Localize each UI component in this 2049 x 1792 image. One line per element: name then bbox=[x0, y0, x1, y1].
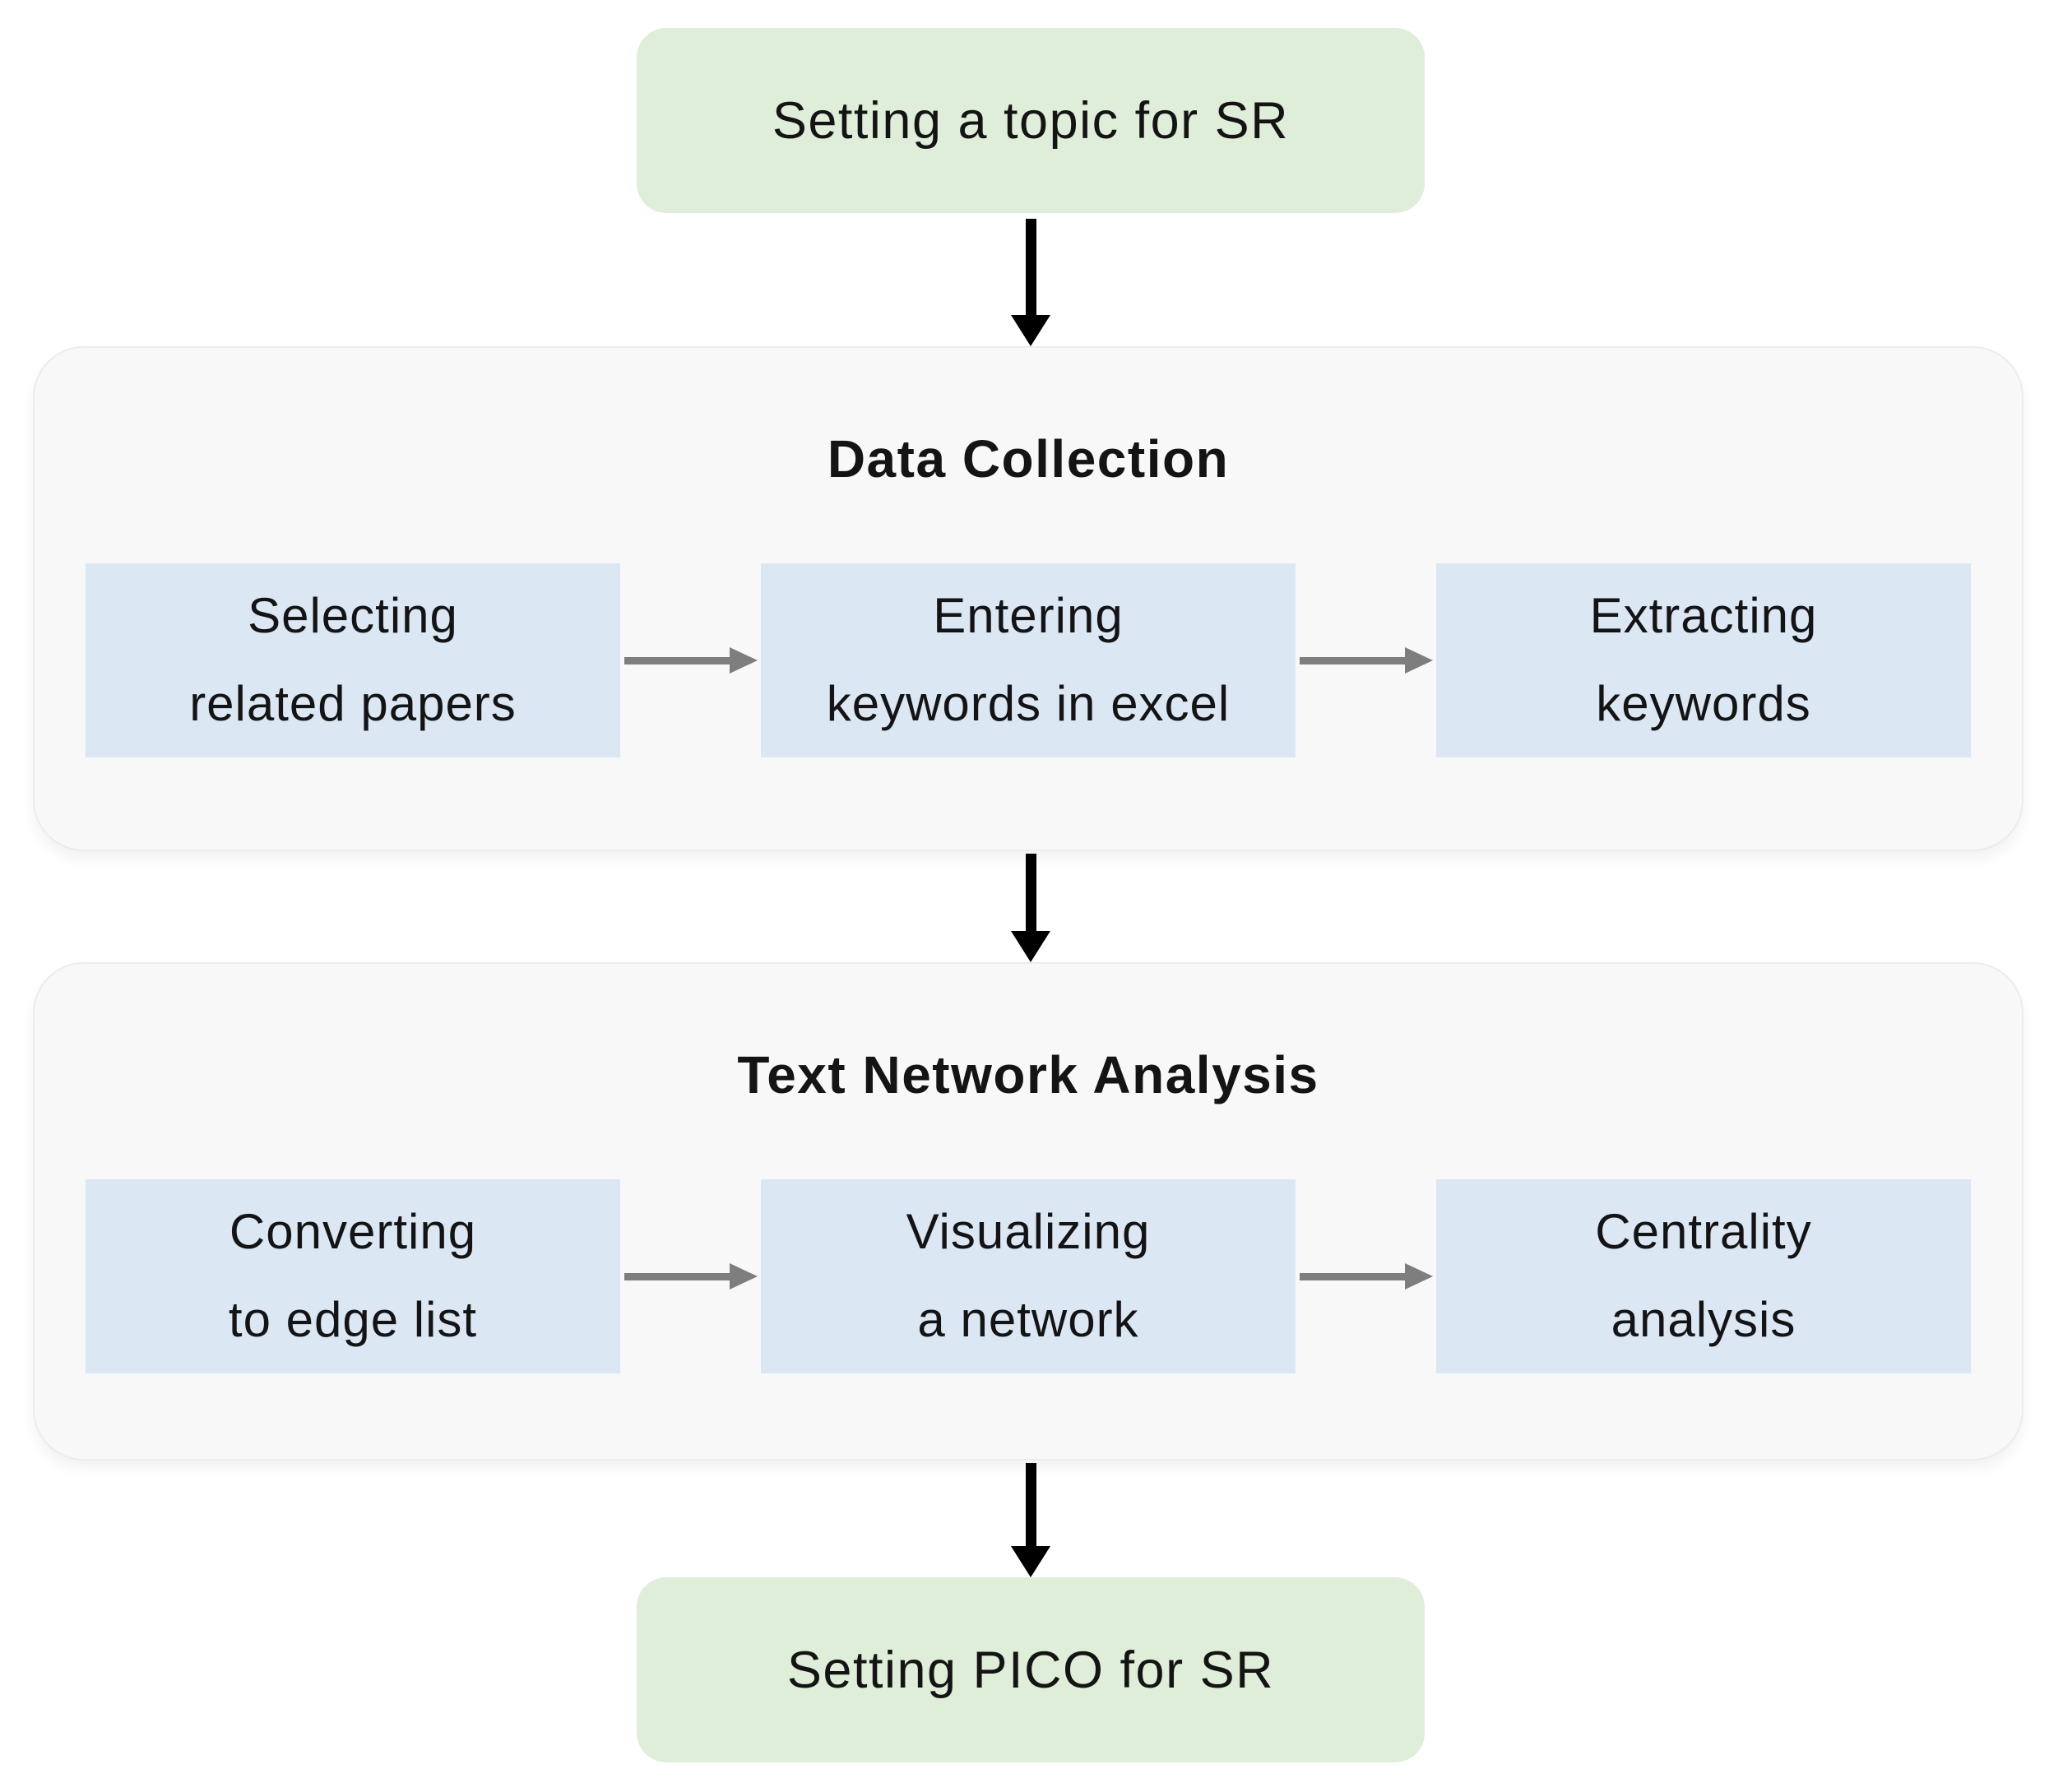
step-label-line: Centrality bbox=[1595, 1204, 1812, 1260]
right-arrow-head bbox=[1404, 647, 1433, 674]
down-arrow-head bbox=[1011, 931, 1050, 962]
down-arrow-stem bbox=[1025, 854, 1036, 931]
step-label-line: Converting bbox=[229, 1204, 477, 1260]
step-extracting-keywords: Extracting keywords bbox=[1436, 563, 1971, 757]
stage-data-collection: Data Collection Selecting related papers… bbox=[33, 346, 2024, 851]
step-entering-keywords-in-excel: Entering keywords in excel bbox=[761, 563, 1296, 757]
down-arrow-icon bbox=[1011, 219, 1050, 346]
down-arrow-head bbox=[1011, 315, 1050, 346]
right-arrow-icon bbox=[1299, 1263, 1433, 1290]
right-arrow-head bbox=[1404, 1263, 1433, 1290]
down-arrow-stem bbox=[1025, 219, 1036, 315]
right-arrow-stem bbox=[624, 656, 730, 664]
step-label-line: Extracting bbox=[1589, 588, 1818, 644]
step-label-line: related papers bbox=[189, 676, 517, 731]
start-node-label: Setting a topic for SR bbox=[772, 91, 1290, 150]
step-converting-to-edge-list: Converting to edge list bbox=[86, 1179, 620, 1373]
step-label-line: to edge list bbox=[228, 1292, 478, 1347]
step-centrality-analysis: Centrality analysis bbox=[1436, 1179, 1971, 1373]
steps-row: Selecting related papers Entering keywor… bbox=[35, 563, 2022, 757]
end-node: Setting PICO for SR bbox=[637, 1577, 1425, 1762]
right-arrow-head bbox=[729, 647, 758, 674]
right-arrow-head bbox=[729, 1263, 758, 1290]
stage-text-network-analysis: Text Network Analysis Converting to edge… bbox=[33, 962, 2024, 1461]
step-label-line: a network bbox=[917, 1292, 1139, 1347]
right-arrow-icon bbox=[624, 1263, 758, 1290]
step-label-line: Selecting bbox=[248, 588, 458, 644]
down-arrow-head bbox=[1011, 1546, 1050, 1577]
right-arrow-stem bbox=[624, 1272, 730, 1280]
stage-title: Text Network Analysis bbox=[737, 1045, 1319, 1104]
down-arrow-stem bbox=[1025, 1463, 1036, 1546]
step-label-line: Entering bbox=[933, 588, 1124, 644]
right-arrow-stem bbox=[1299, 1272, 1405, 1280]
right-arrow-icon bbox=[624, 647, 758, 674]
step-label-line: keywords bbox=[1596, 676, 1811, 731]
down-arrow-icon bbox=[1011, 1463, 1050, 1577]
down-arrow-icon bbox=[1011, 854, 1050, 962]
start-node: Setting a topic for SR bbox=[637, 28, 1425, 213]
right-arrow-stem bbox=[1299, 656, 1405, 664]
step-selecting-related-papers: Selecting related papers bbox=[86, 563, 620, 757]
stage-title: Data Collection bbox=[827, 429, 1230, 489]
end-node-label: Setting PICO for SR bbox=[786, 1641, 1275, 1699]
step-label-line: analysis bbox=[1611, 1292, 1796, 1347]
right-arrow-icon bbox=[1299, 647, 1433, 674]
step-label-line: Visualizing bbox=[906, 1204, 1151, 1260]
steps-row: Converting to edge list Visualizing a ne… bbox=[35, 1179, 2022, 1373]
step-visualizing-a-network: Visualizing a network bbox=[761, 1179, 1296, 1373]
step-label-line: keywords in excel bbox=[826, 676, 1231, 731]
